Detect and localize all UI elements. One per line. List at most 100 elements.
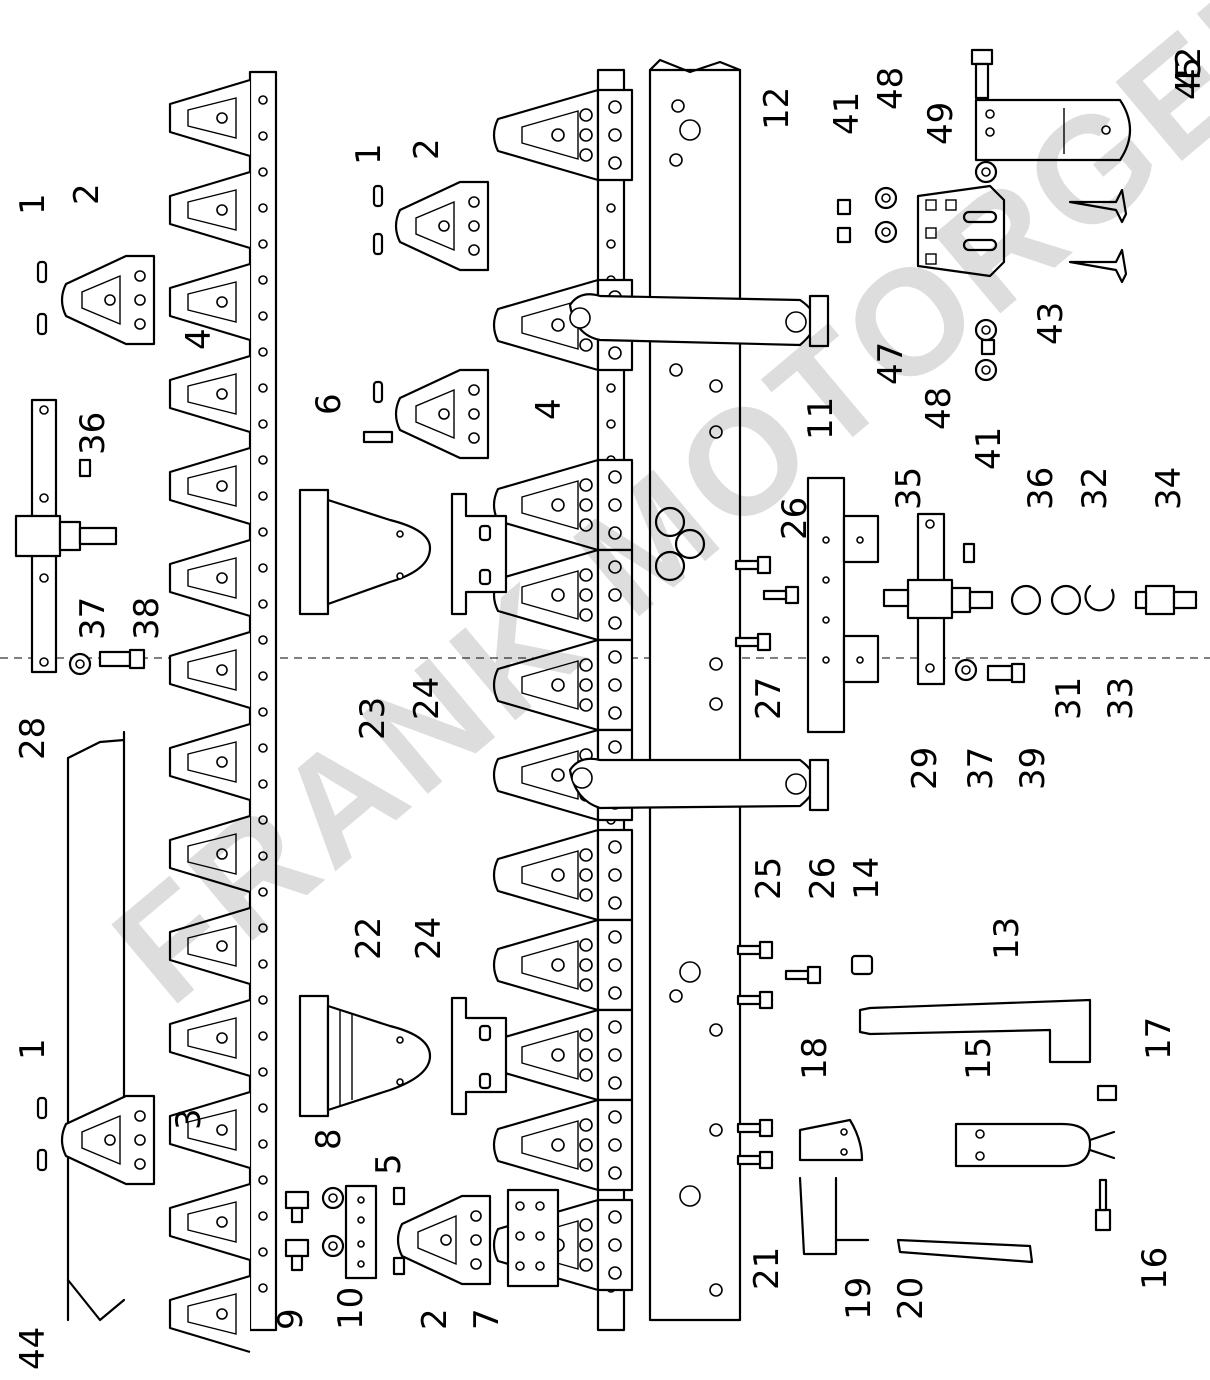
callout-14: 14 <box>847 857 887 900</box>
callout-6: 6 <box>309 393 349 415</box>
callout-47: 47 <box>871 342 911 385</box>
callout-48: 48 <box>919 387 959 430</box>
callout-4: 4 <box>179 328 219 350</box>
callout-31: 31 <box>1049 677 1089 720</box>
part-2-plate-top <box>60 254 156 346</box>
callout-49: 49 <box>921 102 961 145</box>
callout-10: 10 <box>331 1287 371 1330</box>
knife-section <box>168 1182 252 1262</box>
callout-27: 27 <box>749 677 789 720</box>
knife-section <box>168 1274 252 1354</box>
part-16-bolt <box>1094 1178 1112 1232</box>
callout-21: 21 <box>747 1247 787 1290</box>
part-38-bolt <box>98 648 146 670</box>
callout-36: 36 <box>1021 467 1061 510</box>
part-23-clamp <box>298 488 432 616</box>
part-24-clip-bottom <box>450 996 508 1116</box>
part-29-ball-joint <box>882 512 994 686</box>
callout-39: 39 <box>1013 747 1053 790</box>
callout-37: 37 <box>961 747 1001 790</box>
part-3-plate <box>60 1094 156 1186</box>
hold-down-arm-2 <box>568 757 830 812</box>
part-18-clamp <box>798 1118 864 1162</box>
callout-33: 33 <box>1101 677 1141 720</box>
part-19-handle <box>798 1176 870 1256</box>
knife-section <box>168 538 252 618</box>
part-5-nuts <box>392 1186 406 1276</box>
part-9-bolts <box>284 1190 310 1272</box>
callout-1: 1 <box>13 1038 53 1060</box>
part-44-bar <box>66 730 126 1322</box>
callout-15: 15 <box>959 1037 999 1080</box>
callout-44: 44 <box>13 1327 53 1370</box>
part-1-rivets-mid <box>372 184 384 404</box>
callout-37: 37 <box>73 597 113 640</box>
knife-section <box>168 170 252 250</box>
callout-24: 24 <box>407 677 447 720</box>
knife-head-rollers <box>654 506 706 582</box>
part-10-splice-plate <box>344 1184 378 1280</box>
knife-section <box>168 630 252 710</box>
part-17-nut <box>1096 1084 1118 1102</box>
part-13-spring <box>858 998 1092 1064</box>
callout-2: 2 <box>407 138 447 160</box>
part-12-cutter-bar <box>648 58 742 1322</box>
callout-28: 28 <box>13 717 53 760</box>
part-34-grease-nipple <box>1134 584 1198 616</box>
callout-43: 43 <box>1031 302 1071 345</box>
callout-19: 19 <box>839 1277 879 1320</box>
callout-11: 11 <box>801 397 841 440</box>
part-2-plate-mid <box>394 180 490 272</box>
part-36-pin-right <box>962 542 976 564</box>
callout-8: 8 <box>309 1128 349 1150</box>
callout-23: 23 <box>353 697 393 740</box>
callout-1: 1 <box>13 193 53 215</box>
callout-16: 16 <box>1135 1247 1175 1290</box>
knife-bar-left <box>248 70 278 1332</box>
part-8-washers <box>321 1186 345 1258</box>
part-11-bracket <box>806 476 880 734</box>
callout-26: 26 <box>775 497 815 540</box>
part-7-plate <box>506 1188 560 1288</box>
part-1-rivets-top <box>36 260 48 1172</box>
callout-32: 32 <box>1075 467 1115 510</box>
callout-42: 42 <box>1169 47 1209 90</box>
callout-22: 22 <box>349 917 389 960</box>
part-37-washer <box>68 652 92 676</box>
knife-sections-left <box>168 78 252 1354</box>
part-15-clip <box>954 1122 1116 1168</box>
knife-section <box>168 78 252 158</box>
part-45-bracket <box>974 98 1131 162</box>
part-41-nuts <box>836 198 996 356</box>
callout-5: 5 <box>369 1153 409 1175</box>
callout-17: 17 <box>1139 1017 1179 1060</box>
callout-24: 24 <box>409 917 449 960</box>
guard <box>492 828 634 922</box>
rings-31-32-33 <box>1010 584 1115 616</box>
guard <box>492 1008 634 1102</box>
part-36-pin <box>78 458 92 478</box>
part-22-clamp <box>298 994 432 1118</box>
callout-4: 4 <box>529 398 569 420</box>
part-28-knife-head <box>14 398 118 674</box>
guard <box>492 1098 634 1192</box>
part-24-clip-top <box>450 492 508 616</box>
callout-13: 13 <box>987 917 1027 960</box>
callout-36: 36 <box>73 412 113 455</box>
part-42-bolt <box>970 48 994 100</box>
callout-1: 1 <box>349 143 389 165</box>
callout-35: 35 <box>889 467 929 510</box>
knife-section <box>168 446 252 526</box>
callout-2: 2 <box>415 1308 455 1330</box>
part-14-nut <box>850 954 874 976</box>
guard <box>492 88 634 182</box>
callout-3: 3 <box>169 1108 209 1130</box>
hold-down-arm-1 <box>568 293 830 348</box>
bearing-plate <box>916 184 1006 278</box>
callout-26: 26 <box>803 857 843 900</box>
callout-34: 34 <box>1149 467 1189 510</box>
part-43-bolts <box>1068 188 1128 284</box>
callout-25: 25 <box>749 857 789 900</box>
